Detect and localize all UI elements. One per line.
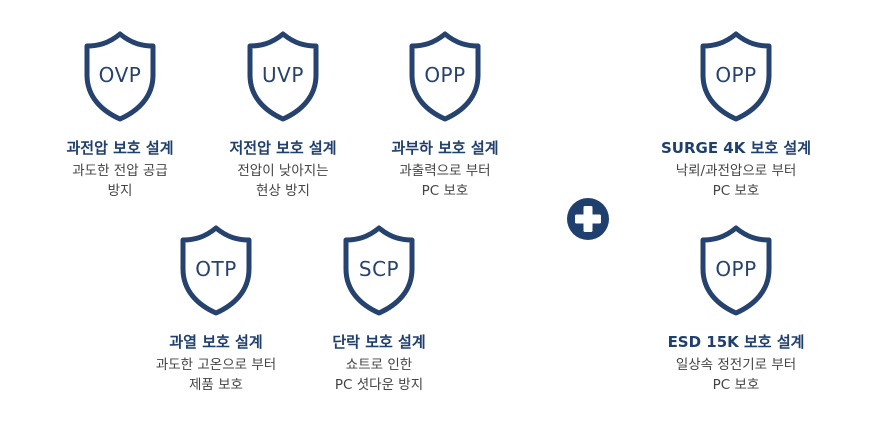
- feature-description-line: PC 보호: [712, 377, 760, 393]
- feature-description: 낙뢰/과전압으로 부터 PC 보호: [676, 161, 797, 201]
- feature-description-line: 방지: [107, 183, 133, 199]
- feature-description-line: 전압이 낮아지는: [237, 163, 329, 179]
- shield-label: UVP: [262, 63, 304, 87]
- feature-description-line: 제품 보호: [189, 377, 243, 393]
- feature-description: 과출력으로 부터 PC 보호: [399, 161, 490, 201]
- shield-icon: OPP: [696, 223, 776, 319]
- plus-circle-icon: [567, 198, 609, 240]
- shield-label: SCP: [359, 257, 399, 281]
- feature-description: 전압이 낮아지는 현상 방지: [237, 161, 328, 201]
- feature-title: SURGE 4K 보호 설계: [660, 139, 812, 157]
- feature-opp: OPP 과부하 보호 설계 과출력으로 부터 PC 보호: [355, 29, 535, 201]
- shield-label: OPP: [715, 257, 756, 281]
- shield-label: OPP: [424, 63, 465, 87]
- shield-icon: OVP: [80, 29, 160, 125]
- shield-icon: UVP: [243, 29, 323, 125]
- feature-description-line: PC 보호: [712, 183, 760, 199]
- feature-otp: OTP 과열 보호 설계 과도한 고온으로 부터 제품 보호: [126, 223, 306, 395]
- shield-icon: SCP: [339, 223, 419, 319]
- feature-description: 과도한 전압 공급 방지: [72, 161, 168, 201]
- feature-title: 저전압 보호 설계: [229, 139, 337, 157]
- feature-description-line: 현상 방지: [256, 183, 310, 199]
- shield-icon: OPP: [696, 29, 776, 125]
- feature-esd: OPP ESD 15K 보호 설계 일상속 정전기로 부터 PC 보호: [646, 223, 826, 395]
- feature-description: 과도한 고온으로 부터 제품 보호: [156, 355, 276, 395]
- feature-description-line: 낙뢰/과전압으로 부터: [675, 163, 797, 179]
- feature-description: 쇼트로 인한 PC 셧다운 방지: [335, 355, 423, 395]
- shield-label: OTP: [195, 257, 237, 281]
- feature-description: 일상속 정전기로 부터 PC 보호: [676, 355, 796, 395]
- feature-description-line: PC 보호: [421, 183, 469, 199]
- feature-title: 단락 보호 설계: [332, 333, 426, 351]
- shield-icon: OPP: [405, 29, 485, 125]
- feature-description-line: 과출력으로 부터: [399, 163, 491, 179]
- feature-title: 과열 보호 설계: [169, 333, 263, 351]
- feature-title: 과전압 보호 설계: [66, 139, 174, 157]
- feature-title: ESD 15K 보호 설계: [667, 333, 805, 351]
- feature-description-line: 과도한 전압 공급: [72, 163, 168, 179]
- feature-description-line: 쇼트로 인한: [345, 357, 413, 373]
- shield-label: OVP: [99, 63, 142, 87]
- feature-surge: OPP SURGE 4K 보호 설계 낙뢰/과전압으로 부터 PC 보호: [646, 29, 826, 201]
- shield-icon: OTP: [176, 223, 256, 319]
- feature-title: 과부하 보호 설계: [391, 139, 499, 157]
- feature-ovp: OVP 과전압 보호 설계 과도한 전압 공급 방지: [30, 29, 210, 201]
- feature-scp: SCP 단락 보호 설계 쇼트로 인한 PC 셧다운 방지: [289, 223, 469, 395]
- feature-uvp: UVP 저전압 보호 설계 전압이 낮아지는 현상 방지: [193, 29, 373, 201]
- feature-description-line: 과도한 고온으로 부터: [155, 357, 277, 373]
- shield-label: OPP: [715, 63, 756, 87]
- feature-description-line: PC 셧다운 방지: [334, 377, 424, 393]
- feature-description-line: 일상속 정전기로 부터: [675, 357, 797, 373]
